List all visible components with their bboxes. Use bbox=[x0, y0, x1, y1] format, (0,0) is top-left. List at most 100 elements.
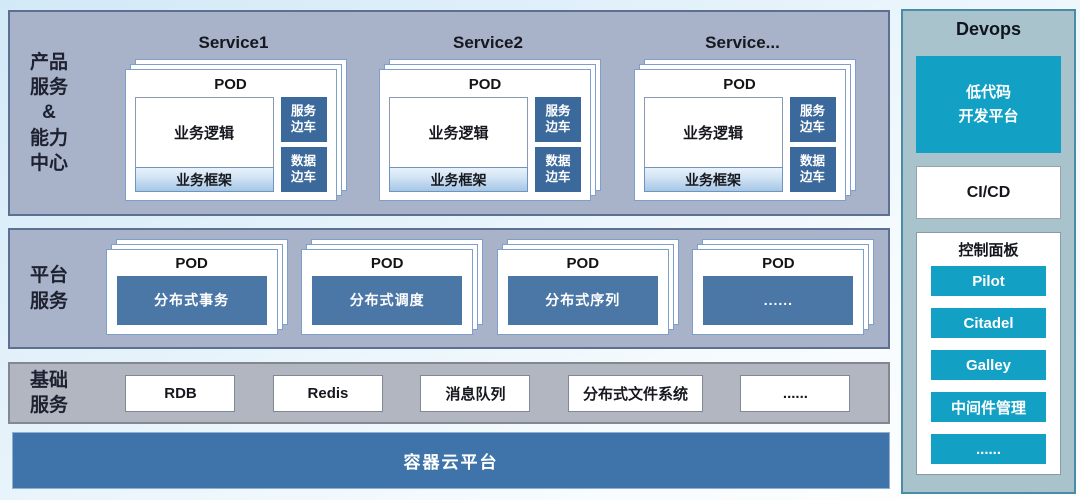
row-label-line: 能力 bbox=[29, 127, 68, 149]
pod-title: POD bbox=[175, 254, 208, 272]
data-sidecar-box: 数据 边车 bbox=[789, 147, 836, 192]
pod-card: POD 业务逻辑 业务框架 服务 边车 bbox=[124, 69, 337, 201]
pod-left-column: 业务逻辑 业务框架 bbox=[389, 97, 528, 192]
middleware-management-box: 中间件管理 bbox=[931, 392, 1046, 422]
row-label-line: 服务 bbox=[29, 77, 68, 99]
data-sidecar-box: 数据 边车 bbox=[280, 147, 327, 192]
devops-title: Devops bbox=[955, 19, 1022, 39]
control-panel-items: Pilot Citadel Galley 中间件管理 ...... bbox=[931, 266, 1046, 464]
pod-card: POD 分布式调度 bbox=[301, 248, 474, 335]
redis-box: Redis bbox=[272, 374, 383, 412]
service-title: Service2 bbox=[453, 33, 523, 52]
sidecar-label-line: 数据 bbox=[545, 153, 571, 168]
pod-body: 业务逻辑 业务框架 服务 边车 数据 bbox=[134, 97, 327, 192]
sidecar-label-line: 服务 bbox=[545, 103, 571, 118]
row-label-line: 服务 bbox=[29, 395, 68, 416]
rdb-box: RDB bbox=[125, 374, 236, 412]
sidecar-label-line: 边车 bbox=[545, 169, 571, 184]
platform-row-label: 平台 服务 bbox=[10, 230, 88, 347]
data-sidecar-box: 数据 边车 bbox=[535, 147, 581, 192]
sidecar-label-line: 服务 bbox=[290, 103, 316, 118]
business-framework-box: 业务框架 bbox=[643, 167, 783, 192]
sidecar-column: 服务 边车 数据 边车 bbox=[789, 97, 836, 192]
control-more-box: ...... bbox=[931, 434, 1046, 464]
control-panel-title: 控制面板 bbox=[958, 242, 1019, 259]
pod-card: POD 分布式事务 bbox=[105, 248, 278, 335]
pod-title: POD bbox=[762, 254, 795, 272]
sidecar-label-line: 边车 bbox=[290, 119, 316, 134]
main-panel: 产品 服务 & 能力 中心 Service1 POD bbox=[8, 0, 890, 500]
row-label-line: 服务 bbox=[29, 290, 68, 312]
platform-pod-stack: POD ...... bbox=[692, 238, 875, 335]
row-label-line: & bbox=[42, 102, 56, 124]
sidecar-column: 服务 边车 数据 边车 bbox=[535, 97, 581, 192]
pod-stack: POD 业务逻辑 业务框架 服务 边车 bbox=[124, 59, 347, 201]
business-framework-box: 业务框架 bbox=[389, 167, 528, 192]
container-cloud-platform-bar: 容器云平台 bbox=[12, 432, 890, 489]
sidecar-label-line: 数据 bbox=[290, 153, 316, 168]
sidecar-label-line: 边车 bbox=[290, 169, 316, 184]
service-sidecar-box: 服务 边车 bbox=[280, 97, 327, 142]
infra-row-label: 基础 服务 bbox=[10, 364, 88, 422]
pod-card: POD 分布式序列 bbox=[496, 248, 669, 335]
row-label-line: 中心 bbox=[29, 152, 68, 174]
service-group-1: Service1 POD 业务逻辑 业务框架 bbox=[124, 29, 347, 201]
citadel-box: Citadel bbox=[931, 308, 1046, 338]
sidecar-label-line: 边车 bbox=[545, 119, 571, 134]
pod-body: 业务逻辑 业务框架 服务 边车 数据 bbox=[643, 97, 836, 192]
sidecar-label-line: 边车 bbox=[799, 169, 825, 184]
business-logic-box: 业务逻辑 bbox=[389, 97, 528, 168]
sidecar-label-line: 服务 bbox=[799, 103, 825, 118]
business-logic-box: 业务逻辑 bbox=[134, 97, 274, 168]
platform-pod-stack: POD 分布式事务 bbox=[105, 238, 288, 335]
cicd-box: CI/CD bbox=[916, 166, 1061, 219]
product-services-row: 产品 服务 & 能力 中心 Service1 POD bbox=[8, 10, 890, 216]
business-logic-box: 业务逻辑 bbox=[643, 97, 783, 168]
pod-title: POD bbox=[370, 254, 404, 272]
infra-more-box: ...... bbox=[740, 374, 851, 412]
service-title: Service1 bbox=[198, 33, 269, 52]
platform-more-box: ...... bbox=[703, 275, 854, 325]
platform-groups: POD 分布式事务 POD 分布式调度 POD bbox=[88, 230, 888, 347]
sidecar-column: 服务 边车 数据 边车 bbox=[280, 97, 327, 192]
pod-title: POD bbox=[566, 254, 600, 272]
low-code-label-line: 低代码 bbox=[965, 84, 1011, 102]
product-row-label: 产品 服务 & 能力 中心 bbox=[10, 12, 88, 214]
galley-box: Galley bbox=[931, 350, 1046, 380]
control-panel-box: 控制面板 Pilot Citadel Galley 中间件管理 ...... bbox=[916, 232, 1061, 475]
platform-services-row: 平台 服务 POD 分布式事务 POD 分布式调 bbox=[8, 228, 890, 349]
pod-title: POD bbox=[214, 76, 247, 93]
devops-panel: Devops 低代码 开发平台 CI/CD 控制面板 Pilot Citadel… bbox=[901, 9, 1076, 494]
service-group-2: Service2 POD 业务逻辑 业务框架 bbox=[379, 29, 601, 201]
infra-groups: RDB Redis 消息队列 分布式文件系统 ...... bbox=[88, 364, 888, 422]
service-title: Service... bbox=[705, 33, 780, 52]
pod-body: 业务逻辑 业务框架 服务 边车 数据 bbox=[389, 97, 581, 192]
message-queue-box: 消息队列 bbox=[420, 374, 531, 412]
platform-pod-stack: POD 分布式调度 bbox=[301, 238, 484, 335]
pod-card: POD 业务逻辑 业务框架 服务 边车 bbox=[633, 69, 846, 201]
pod-card: POD ...... bbox=[692, 248, 865, 335]
low-code-platform-box: 低代码 开发平台 bbox=[916, 56, 1061, 153]
service-sidecar-box: 服务 边车 bbox=[535, 97, 581, 142]
pod-title: POD bbox=[723, 76, 756, 93]
distributed-scheduler-box: 分布式调度 bbox=[312, 275, 463, 325]
pod-stack: POD 业务逻辑 业务框架 服务 边车 bbox=[633, 59, 856, 201]
pod-stack: POD 业务逻辑 业务框架 服务 边车 bbox=[379, 59, 601, 201]
pod-title: POD bbox=[468, 76, 502, 93]
pod-left-column: 业务逻辑 业务框架 bbox=[134, 97, 274, 192]
sidecar-label-line: 数据 bbox=[799, 153, 825, 168]
pod-card: POD 业务逻辑 业务框架 服务 边车 bbox=[379, 69, 591, 201]
pod-left-column: 业务逻辑 业务框架 bbox=[643, 97, 783, 192]
distributed-sequence-box: 分布式序列 bbox=[507, 275, 658, 325]
service-sidecar-box: 服务 边车 bbox=[789, 97, 836, 142]
distributed-file-system-box: 分布式文件系统 bbox=[567, 374, 703, 412]
pilot-box: Pilot bbox=[931, 266, 1046, 296]
low-code-label-line: 开发平台 bbox=[958, 107, 1019, 125]
row-label-line: 基础 bbox=[29, 369, 68, 391]
row-label-line: 产品 bbox=[29, 52, 68, 74]
platform-pod-stack: POD 分布式序列 bbox=[496, 238, 679, 335]
distributed-transaction-box: 分布式事务 bbox=[116, 275, 267, 325]
service-group-3: Service... POD 业务逻辑 业务框架 bbox=[633, 29, 856, 201]
row-label-line: 平台 bbox=[29, 265, 68, 287]
